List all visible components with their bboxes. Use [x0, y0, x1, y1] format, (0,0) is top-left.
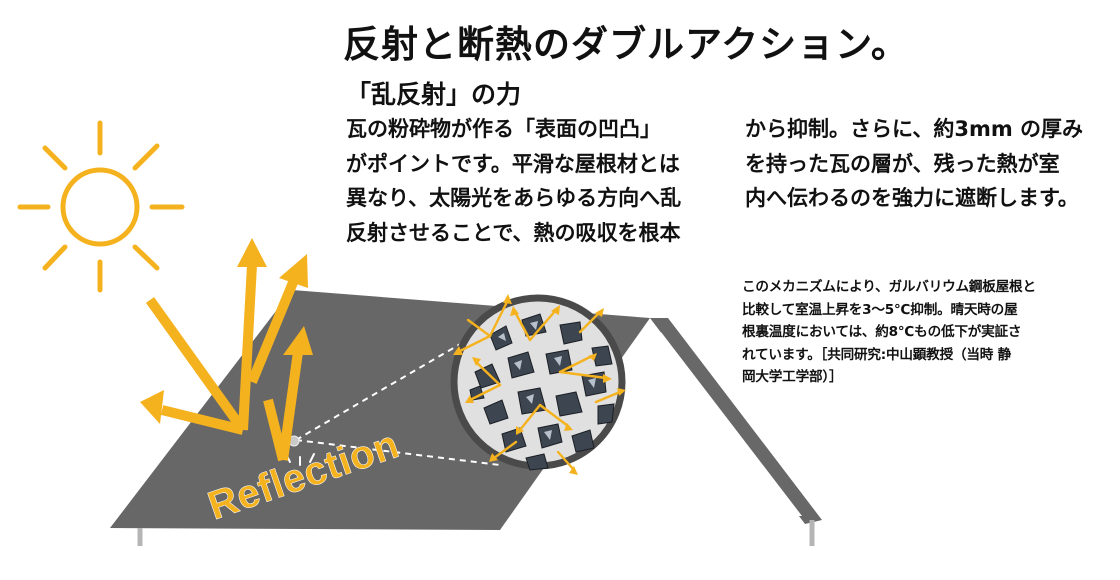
aggregate-magnifier-icon — [450, 294, 626, 475]
body-text-left: 瓦の粉砕物が作る「表面の凹凸」 がポイントです。平滑な屋根材とは 異なり、太陽光… — [346, 112, 718, 250]
arrow-heads — [140, 238, 313, 424]
note-line: れています。［共同研究:中山顕教授（当時 静 — [742, 346, 1012, 363]
sun-icon — [17, 120, 185, 293]
body-line: 反射させることで、熱の吸収を根本 — [346, 220, 681, 245]
research-note: このメカニズムにより、ガルバリウム鋼板屋根と 比較して室温上昇を3～5℃抑制。晴… — [742, 276, 1112, 389]
body-line: がポイントです。平滑な屋根材とは — [346, 151, 680, 176]
note-line: 比較して室温上昇を3～5℃抑制。晴天時の屋 — [742, 301, 1018, 318]
body-line: 異なり、太陽光をあらゆる方向へ乱 — [346, 186, 682, 210]
body-line: 瓦の粉砕物が作る「表面の凹凸」 — [346, 117, 661, 141]
body-line: を持った瓦の層が、残った熱が室 — [745, 151, 1060, 176]
zoom-lines — [295, 335, 501, 466]
body-line: 内へ伝わるのを強力に遮断します。 — [745, 186, 1079, 210]
note-line: このメカニズムにより、ガルバリウム鋼板屋根と — [742, 279, 1036, 295]
body-line: から抑制。さらに、約3mm の厚み — [745, 117, 1084, 141]
body-text-right: から抑制。さらに、約3mm の厚み を持った瓦の層が、残った熱が室 内へ伝わるの… — [745, 112, 1117, 216]
reflection-arrows — [145, 264, 303, 462]
headline: 反射と断熱のダブルアクション。 — [343, 23, 909, 66]
note-line: 根裏温度においては、約8℃もの低下が実証さ — [742, 324, 1022, 340]
note-line: 岡大学工学部）］ — [742, 369, 843, 385]
subheading: 「乱反射」の力 — [346, 80, 522, 109]
